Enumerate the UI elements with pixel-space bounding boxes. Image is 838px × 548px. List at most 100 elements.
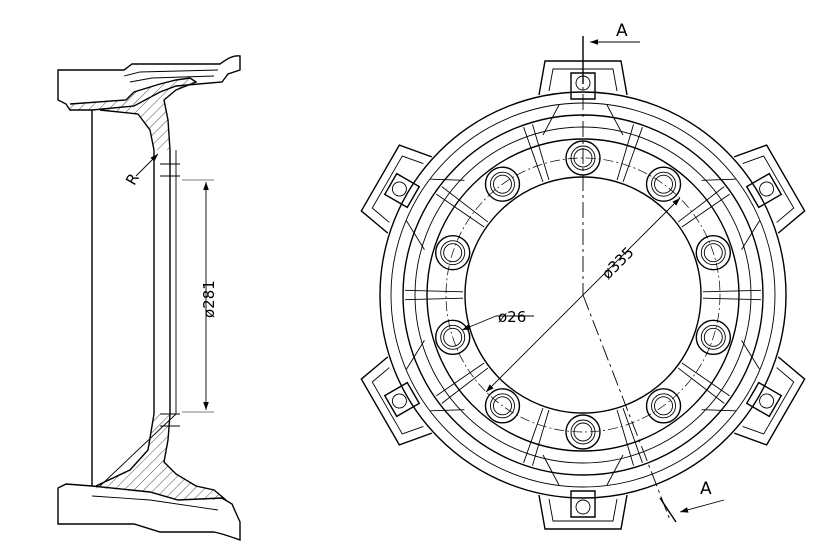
bolt-hole-boss (695, 319, 731, 356)
section-lower-inner (95, 413, 155, 487)
lug-rib (430, 409, 465, 412)
lug-rib (406, 220, 425, 250)
lug-slot (745, 172, 783, 209)
lug-outline (733, 144, 806, 234)
section-cut-bottom (659, 497, 677, 523)
ribs (405, 124, 761, 466)
lug (360, 144, 465, 250)
lug (360, 340, 465, 446)
lug-inner (371, 155, 424, 223)
lug-rib (542, 454, 560, 486)
section-upper-hatch (70, 78, 196, 150)
hole-dimension-leader (461, 315, 497, 331)
hole-dimension-label: ø26 (498, 308, 526, 326)
lug-rib (701, 178, 736, 181)
rib-edge (532, 409, 550, 466)
lug-hole (759, 393, 775, 409)
rib-edge (677, 367, 725, 404)
section-ring-lower (91, 495, 219, 511)
bolt-hole-inner (703, 243, 723, 263)
section-lower-diag (99, 413, 177, 487)
bolt-hole (570, 419, 596, 445)
web-circle (426, 138, 740, 452)
section-mark-bottom: A (700, 479, 712, 499)
rib-edge (616, 124, 634, 181)
rib-edge (677, 186, 725, 223)
lug-inner (742, 367, 795, 435)
bolt-hole (440, 324, 466, 350)
bolt-hole-inner (654, 174, 673, 194)
pitch-circle (445, 157, 721, 433)
lug (701, 340, 806, 446)
rib-edge (702, 289, 761, 293)
rib-edge (622, 407, 643, 463)
section-upper-web (69, 77, 198, 151)
rib-edge (681, 362, 730, 397)
bolt-hole-inner (573, 422, 593, 442)
bore-dimension-label: ø281 (200, 280, 218, 318)
lug-rib (606, 104, 624, 136)
lugs (360, 60, 806, 530)
rib-edge (436, 193, 485, 228)
lug-hole (391, 181, 407, 197)
section-ring-upper (123, 69, 219, 77)
bolt-hole (490, 393, 515, 419)
front-view: A A ø335 ø26 (360, 21, 806, 530)
section-lower-web (163, 413, 227, 501)
lug-slot (745, 381, 783, 418)
bolt-hole-inner (493, 396, 512, 416)
bolt-hole (651, 393, 676, 419)
bolt-hole (700, 324, 726, 350)
bolt-hole-inner (443, 327, 463, 347)
lug-rib (606, 454, 624, 486)
lug (538, 454, 628, 530)
lug-outline (733, 356, 806, 446)
lug-hole (575, 499, 591, 515)
section-upper-inner (99, 109, 155, 151)
bolt-hole (651, 171, 676, 197)
rib-edge (441, 367, 489, 404)
lug-rib (741, 340, 760, 370)
lug-inner (371, 367, 424, 435)
section-view: R ø281 (57, 55, 241, 541)
bolt-hole-boss (695, 234, 731, 271)
bolt-hole-inner (443, 243, 463, 263)
lug-slot (570, 72, 596, 100)
rib-edge (441, 186, 489, 223)
pcd-dimension-label: ø335 (598, 243, 637, 282)
lug-outline (538, 494, 628, 530)
lug-rib (430, 178, 465, 181)
radius-leader (135, 153, 159, 177)
bolt-hole (700, 240, 726, 266)
rib-edge (532, 124, 550, 181)
section-ring-upper-2 (129, 75, 215, 83)
rib-edge (405, 297, 464, 301)
section-lower-hatch (92, 414, 226, 500)
lug-slot (383, 381, 421, 418)
rib-edge (616, 409, 634, 466)
lug-outline (360, 144, 433, 234)
lug-slot (570, 490, 596, 518)
bolt-hole-boss (435, 319, 471, 356)
lug-hole (759, 181, 775, 197)
rib-edge (523, 407, 544, 463)
rib-edge (436, 362, 485, 397)
rib-edge (405, 289, 464, 293)
bolt-hole-inner (493, 174, 512, 194)
rib-edge (523, 127, 544, 183)
lug-rib (741, 220, 760, 250)
rib-edge (702, 297, 761, 301)
lug-rib (406, 340, 425, 370)
bolt-hole-boss (565, 414, 601, 450)
lug-inner (548, 498, 618, 522)
rib-edge (681, 193, 730, 228)
section-arrow-bottom (679, 499, 725, 513)
bolt-hole-inner (703, 327, 723, 347)
bolt-hole (440, 240, 466, 266)
outer-rim-circle (379, 91, 787, 499)
lug-hole (391, 393, 407, 409)
pcd-dimension-line (485, 197, 681, 393)
rib-edge (622, 127, 643, 183)
section-bottom-flange (57, 483, 241, 541)
